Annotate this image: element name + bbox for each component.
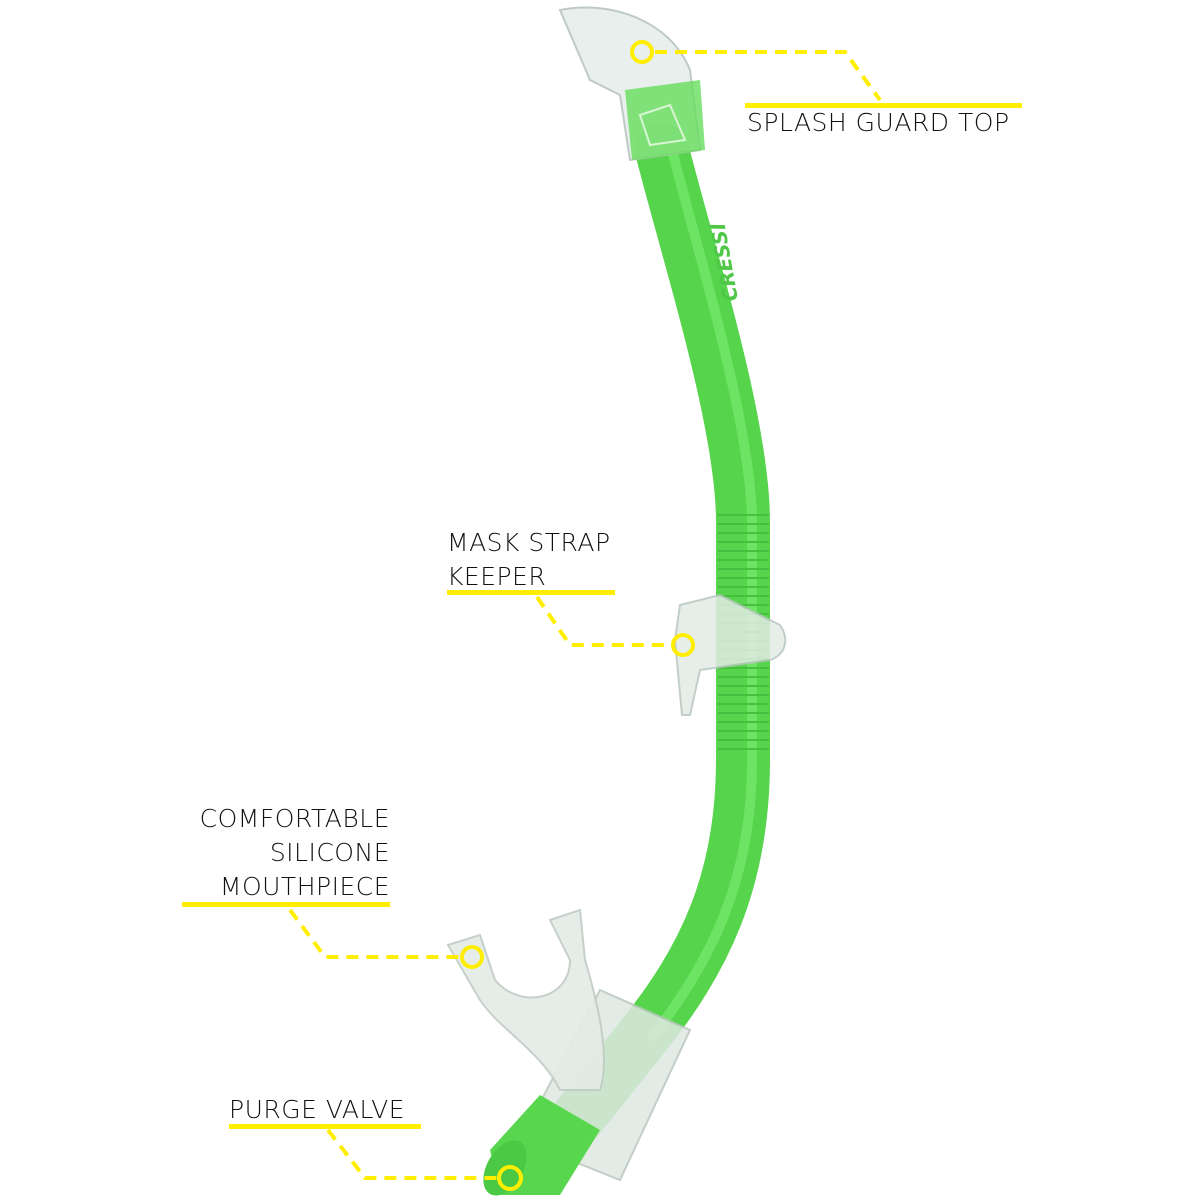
leader-mask-strap-keeper [535, 595, 672, 647]
label-splash-guard-top: SPLASH GUARD TOP [747, 106, 1010, 140]
label-line: MASK STRAP [447, 528, 611, 557]
snorkel-tube [533, 123, 770, 1167]
label-line: MOUTHPIECE [219, 872, 390, 901]
label-line: KEEPER [447, 562, 547, 591]
mask-strap-keeper [673, 593, 787, 716]
callout-leaders [288, 50, 882, 1180]
marker-purge-valve [497, 1165, 523, 1191]
mouthpiece [446, 908, 605, 1091]
marker-splash-guard-top [630, 40, 654, 64]
label-line: PURGE VALVE [229, 1095, 406, 1124]
underline-mouthpiece [182, 902, 390, 907]
marker-mask-strap-keeper [671, 633, 695, 657]
label-mouthpiece: COMFORTABLE SILICONE MOUTHPIECE [200, 802, 390, 904]
leader-splash-guard-top [655, 50, 882, 102]
leader-mouthpiece [288, 908, 460, 959]
underline-purge-valve [229, 1124, 421, 1129]
underline-splash-guard-top [745, 103, 1022, 108]
marker-mouthpiece [460, 945, 484, 969]
label-line: SILICONE [269, 838, 390, 867]
label-mask-strap-keeper: MASK STRAP KEEPER [447, 526, 611, 594]
leader-purge-valve [326, 1128, 497, 1180]
label-line: SPLASH GUARD TOP [747, 108, 1010, 137]
label-line: COMFORTABLE [199, 804, 390, 833]
label-purge-valve: PURGE VALVE [229, 1093, 405, 1127]
underline-mask-strap-keeper [447, 590, 615, 595]
